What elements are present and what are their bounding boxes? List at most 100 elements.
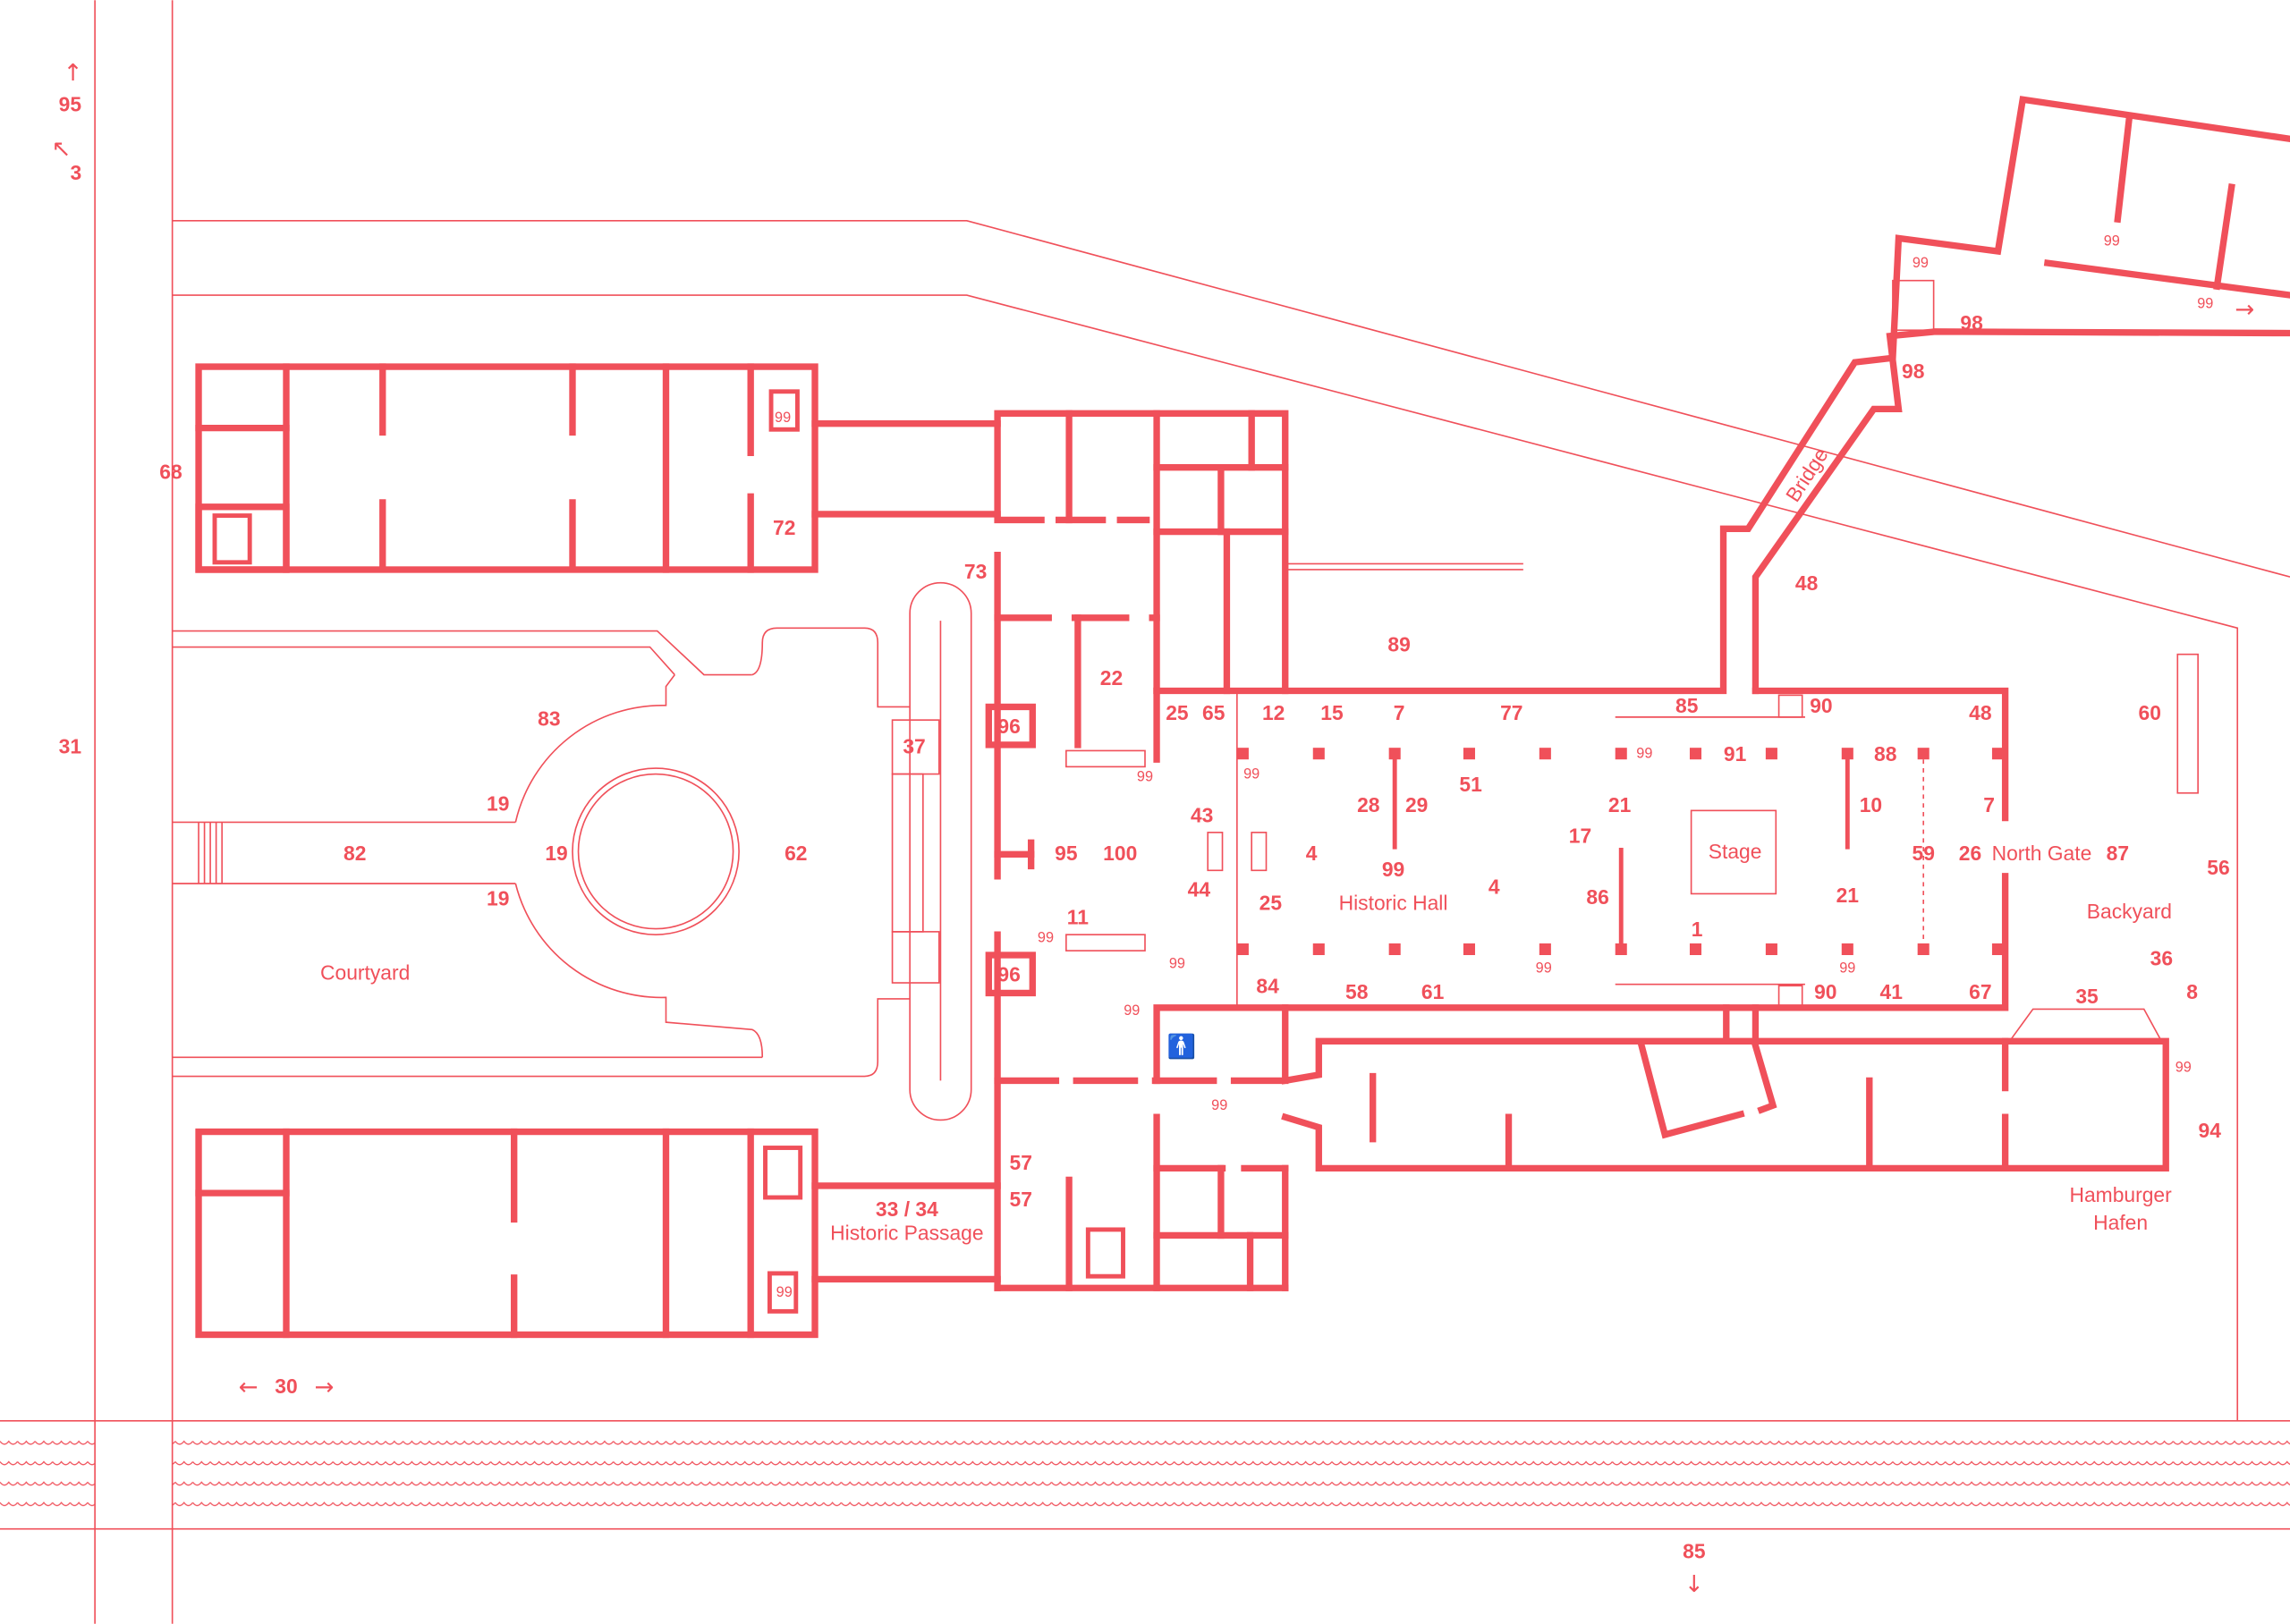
room-number-label[interactable]: 90 bbox=[1810, 694, 1832, 717]
room-number-label[interactable]: 82 bbox=[344, 842, 366, 865]
room-number-label[interactable]: 12 bbox=[1262, 701, 1285, 724]
marker-99-label[interactable]: 99 bbox=[1211, 1097, 1227, 1113]
room-number-label[interactable]: 59 bbox=[1912, 842, 1934, 865]
marker-99-label[interactable]: 99 bbox=[2104, 233, 2120, 250]
room-number-label[interactable]: 90 bbox=[1814, 980, 1836, 1003]
marker-99-label[interactable]: 99 bbox=[1169, 956, 1185, 972]
marker-99-label[interactable]: 99 bbox=[2197, 296, 2213, 312]
room-number-label[interactable]: 17 bbox=[1569, 824, 1591, 847]
room-number-label[interactable]: 84 bbox=[1256, 974, 1279, 997]
room-number-label[interactable]: 57 bbox=[1010, 1151, 1032, 1174]
room-number-label[interactable]: 96 bbox=[997, 962, 1020, 985]
room-number-label[interactable]: 99 bbox=[1382, 858, 1404, 881]
room-number-label[interactable]: 28 bbox=[1357, 793, 1379, 816]
marker-99-label[interactable]: 99 bbox=[776, 1284, 793, 1300]
room-number-label[interactable]: 19 bbox=[487, 791, 509, 815]
room-number-label[interactable]: 96 bbox=[997, 715, 1020, 738]
place-backyard[interactable]: Backyard bbox=[2087, 900, 2172, 923]
room-number-label[interactable]: 91 bbox=[1724, 742, 1747, 765]
marker-99-label[interactable]: 99 bbox=[1243, 765, 1260, 782]
marker-99-label[interactable]: 99 bbox=[1913, 255, 1929, 271]
room-number-label[interactable]: 95 bbox=[1055, 842, 1078, 865]
arrow-up-icon: ↑ bbox=[64, 60, 83, 87]
marker-99-label[interactable]: 99 bbox=[775, 410, 791, 426]
room-number-label[interactable]: 7 bbox=[1394, 701, 1405, 724]
room-number-label[interactable]: 36 bbox=[2150, 946, 2173, 969]
marker-99-label[interactable]: 99 bbox=[1536, 960, 1552, 977]
room-number-label[interactable]: 56 bbox=[2207, 856, 2229, 879]
room-number-label[interactable]: 67 bbox=[1969, 980, 1991, 1003]
room-number-label[interactable]: 83 bbox=[538, 707, 560, 731]
room-number-label[interactable]: 57 bbox=[1010, 1188, 1032, 1211]
room-number-label[interactable]: 44 bbox=[1188, 878, 1211, 901]
arrow-right-icon: → bbox=[2235, 297, 2254, 324]
room-number-label[interactable]: 77 bbox=[1500, 701, 1522, 724]
place-north-gate[interactable]: North Gate bbox=[1992, 842, 2092, 865]
room-number-label[interactable]: 21 bbox=[1608, 793, 1632, 816]
restroom-men-icon: 🚹 bbox=[1167, 1033, 1197, 1061]
room-number-label[interactable]: 33 / 34 bbox=[876, 1197, 938, 1221]
room-number-label[interactable]: 29 bbox=[1405, 793, 1428, 816]
room-number-label[interactable]: 98 bbox=[1960, 311, 1982, 334]
hall-column bbox=[1388, 748, 1401, 760]
marker-99-label[interactable]: 99 bbox=[1636, 746, 1652, 762]
room-number-label[interactable]: 31 bbox=[59, 735, 82, 758]
room-number-label[interactable]: 85 bbox=[1683, 1539, 1706, 1562]
room-number-label[interactable]: 19 bbox=[487, 886, 509, 909]
room-number-label[interactable]: 19 bbox=[545, 842, 567, 865]
stairs-icon bbox=[198, 822, 223, 884]
marker-99-label[interactable]: 99 bbox=[1137, 769, 1153, 785]
room-number-label[interactable]: 86 bbox=[1586, 885, 1608, 909]
marker-99-label[interactable]: 99 bbox=[1038, 929, 1054, 945]
room-number-label[interactable]: 41 bbox=[1880, 980, 1904, 1003]
room-number-label[interactable]: 30 bbox=[275, 1374, 297, 1398]
room-number-label[interactable]: 35 bbox=[2075, 985, 2099, 1008]
room-number-label[interactable]: 98 bbox=[1902, 359, 1924, 383]
place-hamburger-hafen[interactable]: Hamburger bbox=[2069, 1183, 2172, 1206]
room-number-label[interactable]: 3 bbox=[71, 161, 82, 184]
marker-99-label[interactable]: 99 bbox=[1839, 960, 1855, 977]
room-number-label[interactable]: 73 bbox=[964, 560, 987, 583]
room-number-label[interactable]: 94 bbox=[2198, 1119, 2221, 1142]
place-hamburger-hafen[interactable]: Hafen bbox=[2093, 1211, 2148, 1234]
room-number-label[interactable]: 48 bbox=[1795, 571, 1818, 595]
room-number-label[interactable]: 51 bbox=[1459, 773, 1482, 796]
room-number-label[interactable]: 8 bbox=[2186, 980, 2198, 1003]
room-number-label[interactable]: 10 bbox=[1860, 793, 1882, 816]
room-number-label[interactable]: 85 bbox=[1675, 694, 1699, 717]
room-number-label[interactable]: 89 bbox=[1387, 632, 1410, 656]
room-number-label[interactable]: 61 bbox=[1421, 980, 1445, 1003]
room-number-label[interactable]: 60 bbox=[2139, 701, 2161, 724]
room-number-label[interactable]: 15 bbox=[1320, 701, 1344, 724]
room-number-label[interactable]: 65 bbox=[1202, 701, 1226, 724]
room-number-label[interactable]: 87 bbox=[2107, 842, 2129, 865]
room-number-label[interactable]: 4 bbox=[1488, 875, 1500, 898]
place-courtyard[interactable]: Courtyard bbox=[320, 961, 410, 985]
room-number-label[interactable]: 95 bbox=[59, 92, 82, 115]
room-number-label[interactable]: 1 bbox=[1692, 918, 1703, 941]
place-stage[interactable]: Stage bbox=[1709, 840, 1762, 863]
room-number-label[interactable]: 100 bbox=[1103, 842, 1137, 865]
room-number-label[interactable]: 72 bbox=[773, 516, 795, 539]
room-number-label[interactable]: 37 bbox=[903, 735, 925, 758]
room-number-label[interactable]: 25 bbox=[1166, 701, 1189, 724]
place-historic-passage[interactable]: Historic Passage bbox=[830, 1221, 983, 1244]
room-number-label[interactable]: 4 bbox=[1306, 842, 1318, 865]
hall-column bbox=[1312, 748, 1325, 760]
room-number-label[interactable]: 25 bbox=[1260, 891, 1283, 914]
room-number-label[interactable]: 43 bbox=[1191, 803, 1213, 826]
room-number-label[interactable]: 22 bbox=[1100, 666, 1123, 689]
room-number-label[interactable]: 21 bbox=[1836, 884, 1860, 907]
room-number-label[interactable]: 26 bbox=[1959, 842, 1981, 865]
room-number-label[interactable]: 48 bbox=[1969, 701, 1991, 724]
marker-99-label[interactable]: 99 bbox=[1124, 1002, 1140, 1019]
room-number-label[interactable]: 62 bbox=[785, 842, 807, 865]
marker-99-label[interactable]: 99 bbox=[2176, 1060, 2192, 1076]
room-number-label[interactable]: 11 bbox=[1067, 906, 1089, 929]
arrow-up-left-icon: ↖ bbox=[52, 136, 72, 163]
room-number-label[interactable]: 88 bbox=[1874, 742, 1896, 765]
room-number-label[interactable]: 7 bbox=[1983, 793, 1995, 816]
place-historic-hall[interactable]: Historic Hall bbox=[1339, 891, 1448, 914]
room-number-label[interactable]: 58 bbox=[1345, 980, 1368, 1003]
room-number-label[interactable]: 68 bbox=[159, 461, 182, 484]
